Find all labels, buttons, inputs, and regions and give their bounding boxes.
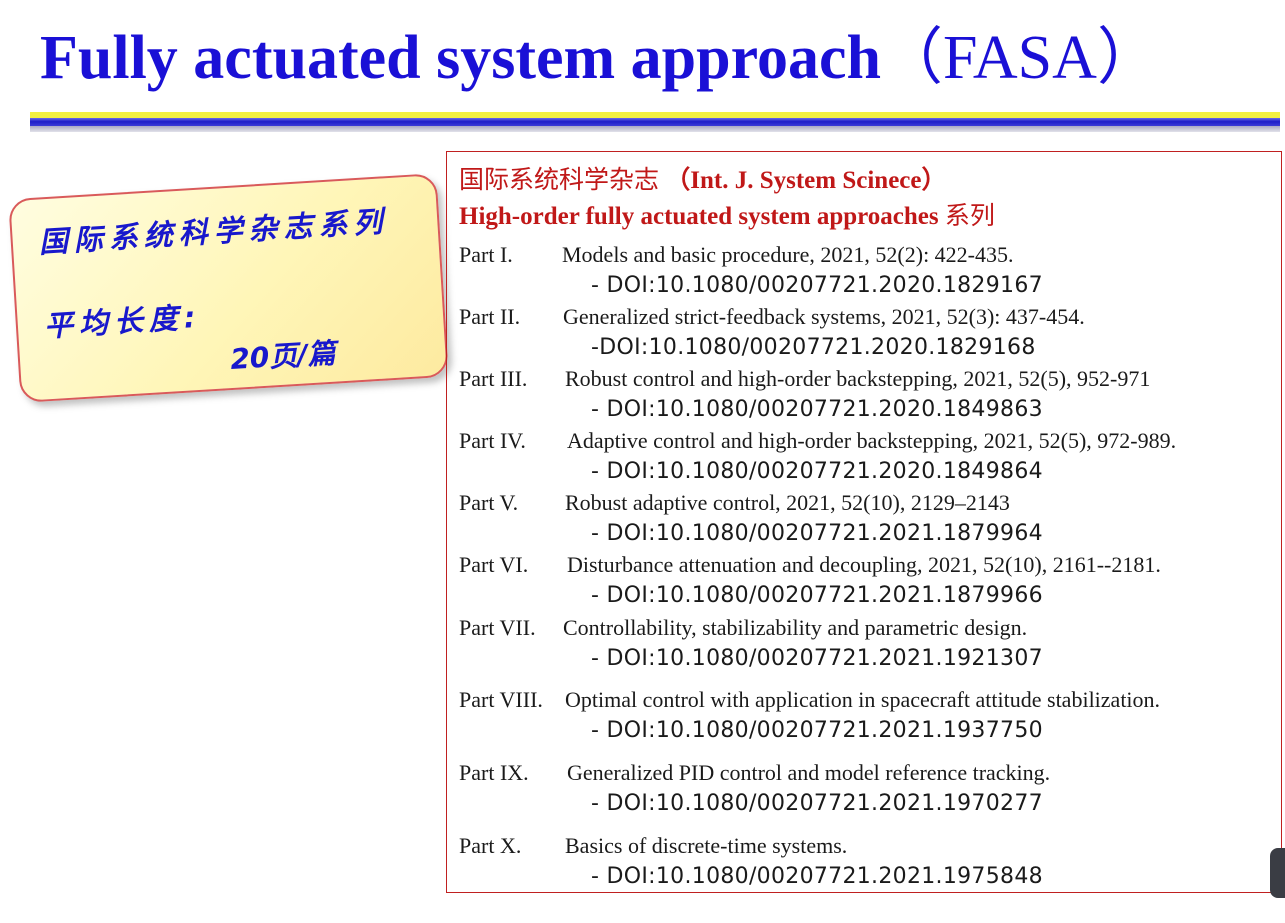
note-series-label: 国际系统科学杂志系列	[37, 204, 390, 260]
part-line: Part VIII. Optimal control with applicati…	[459, 687, 1160, 713]
part-title: Disturbance attenuation and decoupling, …	[567, 552, 1161, 577]
slide-title-abbrev: （FASA）	[881, 24, 1159, 92]
part-label: Part VIII.	[459, 687, 543, 712]
note-average-length-label: 平均长度:	[42, 299, 203, 344]
part-doi: - DOI:10.1080/00207721.2021.1937750	[591, 718, 1043, 743]
papers-box	[446, 151, 1282, 893]
part-doi: - DOI:10.1080/00207721.2021.1975848	[591, 864, 1043, 889]
part-label: Part V.	[459, 490, 519, 515]
part-line: Part VII. Controllability, stabilizabilit…	[459, 615, 1027, 641]
note-average-length-value: 20页/篇	[229, 336, 337, 376]
part-title: Generalized PID control and model refere…	[567, 760, 1051, 785]
part-doi: - DOI:10.1080/00207721.2021.1879966	[591, 583, 1043, 608]
part-line: Part I. Models and basic procedure, 2021,…	[459, 242, 1014, 268]
side-panel-handle[interactable]	[1270, 848, 1285, 898]
part-label: Part I.	[459, 242, 513, 267]
part-doi: - DOI:10.1080/00207721.2020.1849863	[591, 397, 1043, 422]
series-title-en: High-order fully actuated system approac…	[459, 203, 939, 230]
part-line: Part II. Generalized strict-feedback syst…	[459, 304, 1085, 330]
part-title: Adaptive control and high-order backstep…	[567, 428, 1177, 453]
series-title: High-order fully actuated system approac…	[459, 196, 995, 232]
part-label: Part VI.	[459, 552, 529, 577]
part-doi: -DOI:10.1080/00207721.2020.1829168	[591, 335, 1036, 360]
title-rule-blue	[30, 118, 1280, 126]
slide-title: Fully actuated system approach（FASA）	[40, 20, 1159, 96]
part-title: Basics of discrete-time systems.	[565, 833, 848, 858]
part-doi: - DOI:10.1080/00207721.2020.1829167	[591, 273, 1043, 298]
part-doi: - DOI:10.1080/00207721.2020.1849864	[591, 459, 1043, 484]
part-doi: - DOI:10.1080/00207721.2021.1921307	[591, 646, 1043, 671]
slide-title-text: Fully actuated system approach	[40, 24, 882, 92]
part-label: Part III.	[459, 366, 528, 391]
sticky-note: 国际系统科学杂志系列 平均长度: 20页/篇	[8, 173, 449, 403]
part-line: Part V. Robust adaptive control, 2021, 52…	[459, 490, 1010, 516]
part-line: Part X. Basics of discrete-time systems.	[459, 833, 847, 859]
part-line: Part VI. Disturbance attenuation and deco…	[459, 552, 1161, 578]
series-title-cn: 系列	[938, 203, 995, 230]
part-doi: - DOI:10.1080/00207721.2021.1970277	[591, 791, 1043, 816]
title-rule-grey	[30, 126, 1280, 132]
part-line: Part III. Robust control and high-order b…	[459, 366, 1150, 392]
part-title: Models and basic procedure, 2021, 52(2):…	[562, 242, 1014, 267]
part-label: Part X.	[459, 833, 522, 858]
journal-name: 国际系统科学杂志 （Int. J. System Scinece）	[459, 160, 947, 196]
part-label: Part IV.	[459, 428, 526, 453]
part-title: Generalized strict-feedback systems, 202…	[563, 304, 1085, 329]
part-label: Part VII.	[459, 615, 536, 640]
part-title: Robust adaptive control, 2021, 52(10), 2…	[565, 490, 1010, 515]
part-label: Part II.	[459, 304, 521, 329]
title-rule-yellow	[30, 112, 1280, 118]
part-label: Part IX.	[459, 760, 529, 785]
part-title: Controllability, stabilizability and par…	[563, 615, 1028, 640]
journal-name-cn: 国际系统科学杂志	[459, 167, 666, 194]
part-line: Part IX. Generalized PID control and mode…	[459, 760, 1050, 786]
part-line: Part IV. Adaptive control and high-order …	[459, 428, 1176, 454]
part-title: Robust control and high-order backsteppi…	[565, 366, 1151, 391]
part-title: Optimal control with application in spac…	[565, 687, 1161, 712]
journal-name-en: （Int. J. System Scinece）	[665, 167, 947, 194]
part-doi: - DOI:10.1080/00207721.2021.1879964	[591, 521, 1043, 546]
